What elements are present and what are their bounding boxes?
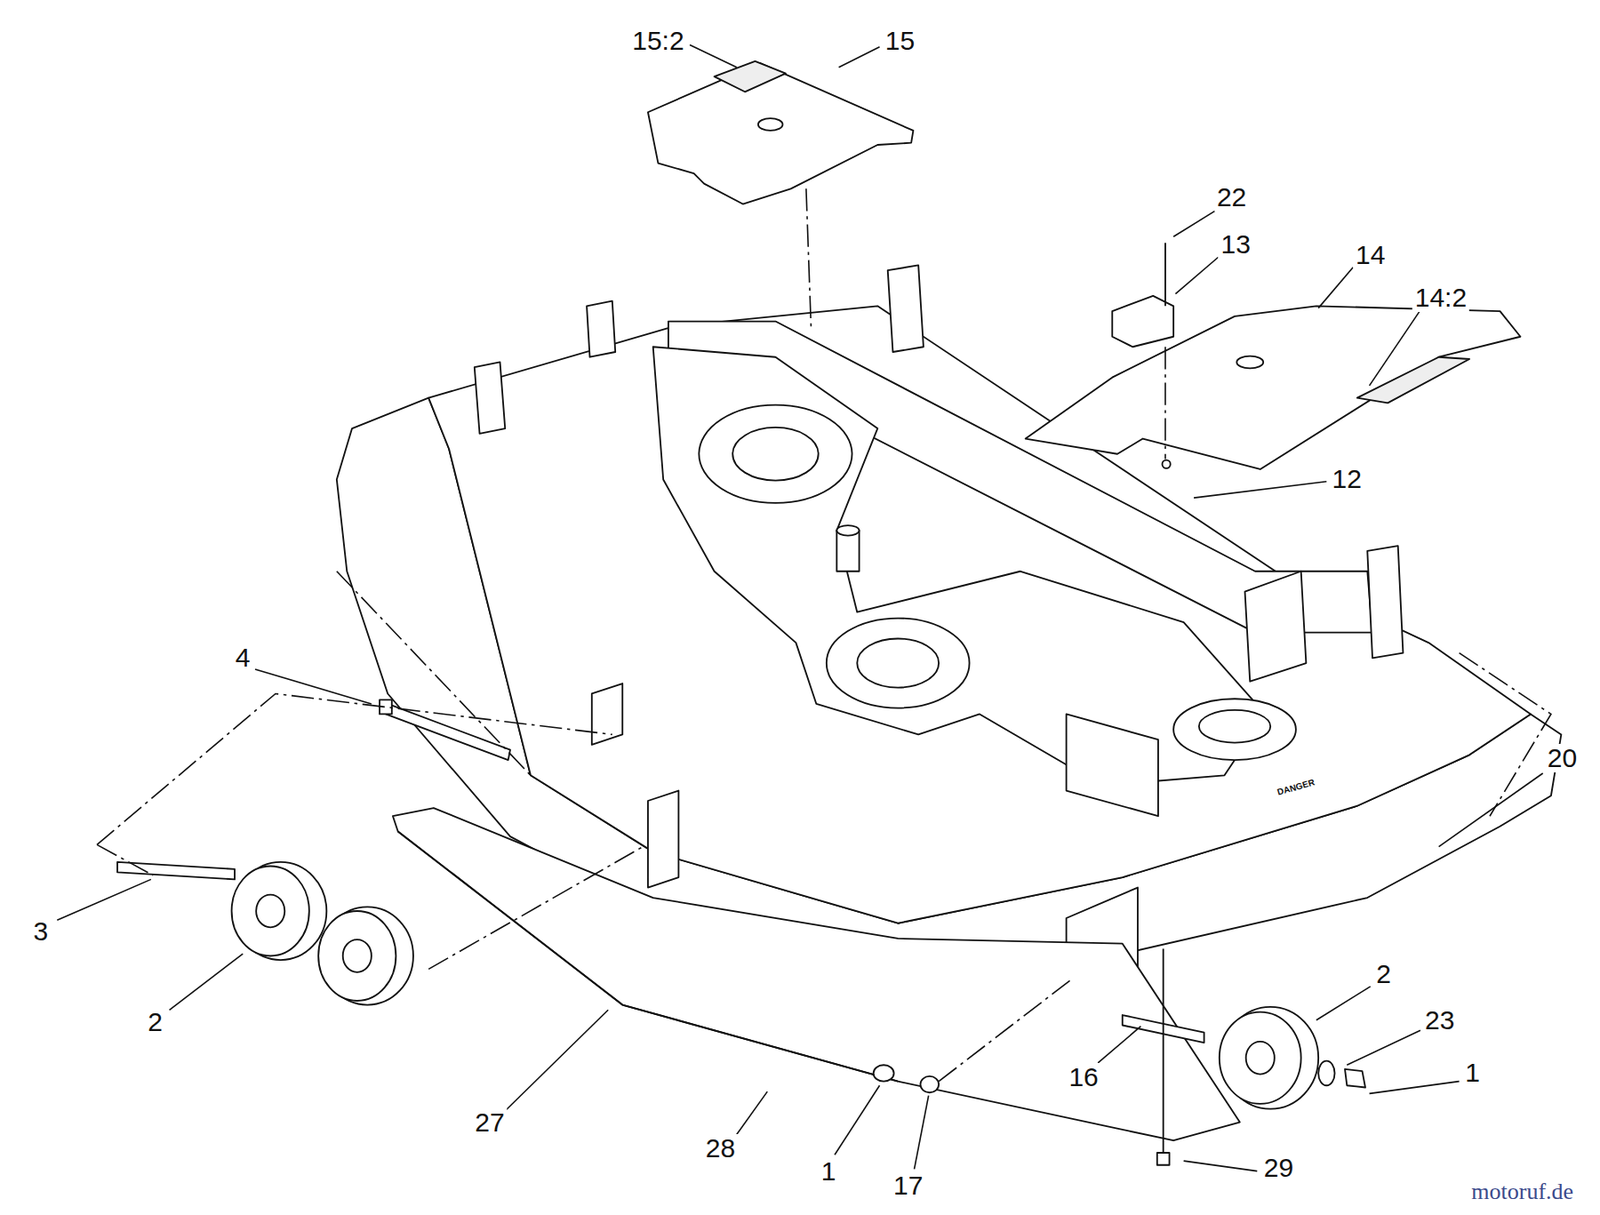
spindle-hole <box>732 427 818 481</box>
idler-post <box>836 530 859 572</box>
cover-plate <box>1025 305 1521 470</box>
callout-number: 2 <box>144 1008 166 1037</box>
wheel-bracket <box>592 683 623 745</box>
decal <box>714 61 786 92</box>
hole <box>758 118 784 131</box>
idler-top <box>836 525 859 536</box>
callout-number: 14 <box>1352 240 1388 270</box>
callout-number: 13 <box>1217 230 1253 259</box>
callout-number: 12 <box>1329 464 1365 494</box>
nut <box>1162 460 1171 469</box>
callout-number: 15 <box>882 26 918 56</box>
washer <box>920 1076 939 1093</box>
callout-number: 22 <box>1214 183 1249 212</box>
callout-number: 28 <box>703 1134 738 1163</box>
hub <box>343 939 372 973</box>
spindle-hole <box>856 639 939 688</box>
callout-number: 23 <box>1422 1006 1457 1035</box>
switch <box>1112 296 1174 347</box>
cover-plate <box>648 63 913 204</box>
callout-number: 1 <box>818 1157 840 1186</box>
wheel-face <box>318 911 396 1001</box>
side-plate <box>1066 713 1159 816</box>
callout-number: 3 <box>31 917 52 946</box>
wheel-face <box>1219 1012 1302 1104</box>
callout-number: 2 <box>1373 960 1394 989</box>
callout-number: 29 <box>1261 1153 1296 1183</box>
leader-lines <box>56 45 1543 1172</box>
spindle-mount <box>1173 698 1296 760</box>
nut <box>873 1064 895 1081</box>
mount-bracket <box>586 301 616 358</box>
callout-number: 4 <box>232 643 254 672</box>
washer <box>1318 1061 1335 1087</box>
spindle-hole <box>1199 710 1271 744</box>
callout-number: 15:2 <box>629 26 687 56</box>
bolt <box>1162 948 1165 1153</box>
hub <box>1246 1041 1275 1075</box>
bar-edge <box>398 831 899 1081</box>
mount-bracket <box>888 264 924 352</box>
callout-number: 27 <box>472 1108 507 1137</box>
deck-top <box>428 305 1531 923</box>
watermark: motoruf.de <box>1468 1179 1576 1205</box>
callout-number: 14:2 <box>1412 283 1470 312</box>
hole <box>1236 356 1264 369</box>
nut <box>1344 1069 1366 1088</box>
callout-number: 20 <box>1544 744 1580 773</box>
bolt-head <box>1157 1152 1170 1166</box>
mount-bracket <box>1367 545 1403 658</box>
mount-bracket <box>474 361 505 433</box>
bolt <box>1164 242 1167 306</box>
hub <box>256 895 285 928</box>
wheel-face <box>232 865 310 956</box>
shaft <box>385 704 511 760</box>
callout-number: 16 <box>1065 1063 1101 1092</box>
wheel-bracket <box>648 791 679 888</box>
callout-number: 17 <box>890 1171 926 1200</box>
spindle-mount <box>826 618 970 709</box>
side-plate <box>1245 571 1307 682</box>
spindle-mount <box>698 405 852 504</box>
callout-number: 1 <box>1462 1058 1483 1088</box>
front-bar <box>392 808 1240 1141</box>
